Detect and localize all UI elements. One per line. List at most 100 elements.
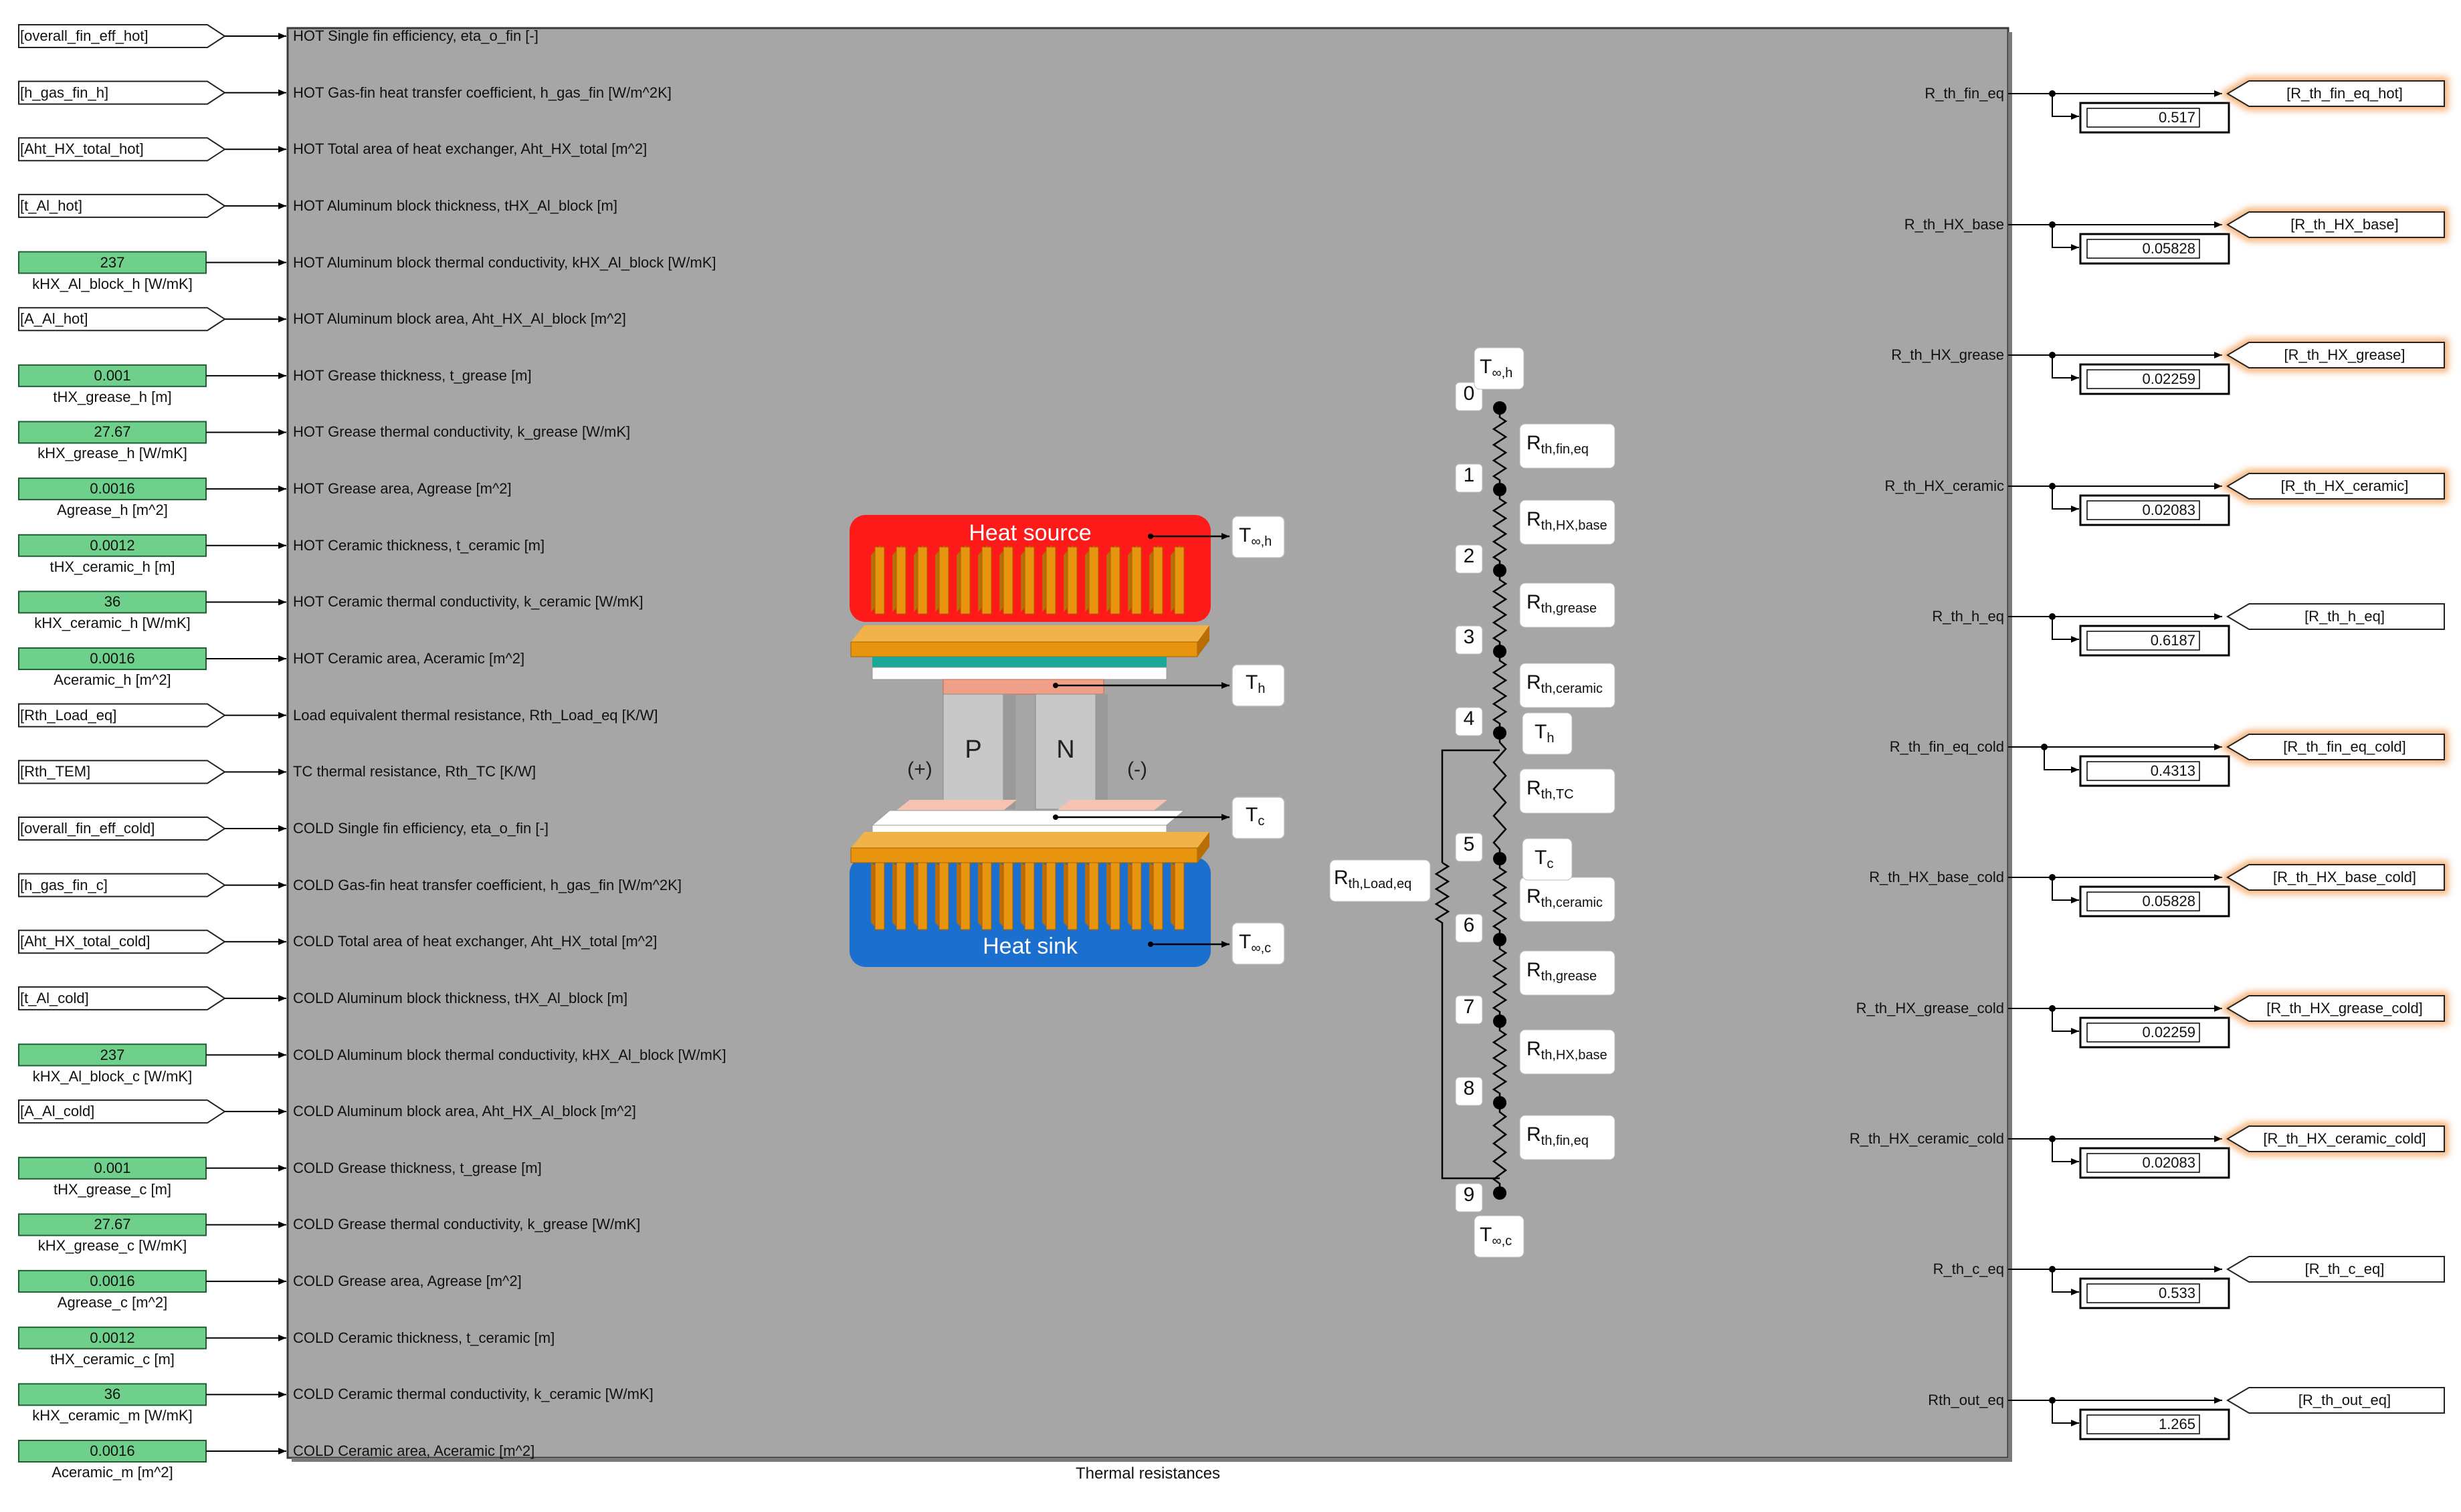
inport-label: HOT Ceramic thermal conductivity, k_cera… xyxy=(293,593,644,611)
cold-fin xyxy=(896,862,906,930)
from-tag-block[interactable] xyxy=(18,307,226,332)
resistor-label-sub: th,grease xyxy=(1541,601,1597,616)
outport-label: R_th_HX_ceramic_cold xyxy=(1849,1130,2004,1147)
device-t-c: Tc xyxy=(1246,804,1264,829)
constant-label: kHX_grease_h [W/mK] xyxy=(37,445,187,462)
constant-value: 0.001 xyxy=(94,366,131,384)
signal-line xyxy=(2052,486,2079,512)
resistor-symbol xyxy=(1492,733,1507,859)
node-number: 5 xyxy=(1463,833,1475,855)
n-leg xyxy=(1035,693,1096,810)
from-tag-label: [overall_fin_eff_hot] xyxy=(20,27,149,44)
resistor-label-main: R xyxy=(1527,959,1541,981)
display-field xyxy=(2086,369,2200,389)
constant-block[interactable] xyxy=(18,1440,207,1463)
constant-block[interactable] xyxy=(18,647,207,671)
network-node xyxy=(1493,1014,1506,1028)
hot-fin xyxy=(1110,546,1120,615)
goto-tag-block[interactable] xyxy=(2226,211,2445,238)
outport-label: R_th_h_eq xyxy=(1932,608,2004,625)
constant-block[interactable] xyxy=(18,421,207,444)
from-tag-block[interactable] xyxy=(18,930,226,954)
cold-base-top xyxy=(851,832,1209,848)
goto-tag-label: [R_th_HX_base_cold] xyxy=(2272,869,2417,885)
cold-fin xyxy=(917,862,928,930)
from-tag-block[interactable] xyxy=(18,816,226,841)
goto-tag-block[interactable] xyxy=(2226,1387,2445,1414)
goto-tag-label: [R_th_HX_ceramic] xyxy=(2280,477,2409,494)
network-t-h: Th xyxy=(1535,721,1554,746)
goto-tag-block[interactable] xyxy=(2226,1125,2445,1152)
network-node xyxy=(1493,564,1506,577)
network-node xyxy=(1493,483,1506,496)
network-temperature-box xyxy=(1474,1215,1524,1258)
inport-label: COLD Total area of heat exchanger, Aht_H… xyxy=(293,933,658,950)
device-t-inf-c-sub: ∞,c xyxy=(1251,941,1272,956)
network-t-c: Tc xyxy=(1535,847,1553,872)
constant-block[interactable] xyxy=(18,534,207,557)
from-tag-block[interactable] xyxy=(18,80,226,105)
node-number: 7 xyxy=(1463,996,1475,1018)
resistor-symbol xyxy=(1492,408,1508,490)
goto-tag-label: [R_th_HX_grease_cold] xyxy=(2266,1000,2423,1016)
node-number: 9 xyxy=(1463,1184,1475,1206)
constant-block[interactable] xyxy=(18,364,207,387)
from-tag-block[interactable] xyxy=(18,986,226,1010)
from-tag-label: [Aht_HX_total_hot] xyxy=(20,140,144,158)
from-tag-block[interactable] xyxy=(18,873,226,897)
goto-tag-block[interactable] xyxy=(2226,80,2445,107)
inport-label: COLD Ceramic area, Aceramic [m^2] xyxy=(293,1442,535,1459)
network-node xyxy=(1493,1096,1506,1109)
load-resistor-label-main: R xyxy=(1334,867,1349,889)
cold-fin xyxy=(1088,862,1099,930)
resistor-label: Rth,grease xyxy=(1527,591,1597,617)
goto-tag-block[interactable] xyxy=(2226,603,2445,630)
from-tag-block[interactable] xyxy=(18,703,226,728)
goto-tag-label: [R_th_fin_eq_hot] xyxy=(2286,85,2403,102)
from-tag-block[interactable] xyxy=(18,1099,226,1124)
resistor-label-main: R xyxy=(1527,1038,1541,1060)
goto-tag-label: [R_th_out_eq] xyxy=(2298,1392,2391,1408)
goto-tag-block[interactable] xyxy=(2226,734,2445,760)
outport-label: R_th_HX_base_cold xyxy=(1869,869,2004,885)
signal-line xyxy=(2052,877,2079,903)
inport-label: HOT Total area of heat exchanger, Aht_HX… xyxy=(293,140,648,158)
node-number-box xyxy=(1455,913,1483,943)
from-tag-block[interactable] xyxy=(18,137,226,162)
resistor-label-main: R xyxy=(1527,432,1541,454)
node-number-box xyxy=(1455,1183,1483,1212)
device-t-h-main: T xyxy=(1246,671,1258,693)
goto-tag-block[interactable] xyxy=(2226,473,2445,500)
constant-block[interactable] xyxy=(18,1383,207,1406)
inport-label: HOT Aluminum block thermal conductivity,… xyxy=(293,253,716,271)
hot-base-top xyxy=(851,625,1209,642)
load-resistor-label: Rth,Load,eq xyxy=(1334,867,1411,892)
goto-tag-block[interactable] xyxy=(2226,1256,2445,1283)
constant-block[interactable] xyxy=(18,1326,207,1349)
goto-tag-block[interactable] xyxy=(2226,995,2445,1022)
from-tag-block[interactable] xyxy=(18,24,226,48)
hot-fin xyxy=(1046,546,1056,615)
inport-label: COLD Aluminum block thermal conductivity… xyxy=(293,1046,726,1063)
inport-label: HOT Gas-fin heat transfer coefficient, h… xyxy=(293,84,672,101)
goto-tag-block[interactable] xyxy=(2226,864,2445,891)
signal-line xyxy=(2052,1139,2079,1165)
constant-block[interactable] xyxy=(18,1156,207,1180)
constant-block[interactable] xyxy=(18,1270,207,1293)
resistor-label: Rth,HX,base xyxy=(1527,508,1607,534)
inport-label: TC thermal resistance, Rth_TC [K/W] xyxy=(293,763,536,780)
subsystem-block[interactable] xyxy=(286,27,2009,1459)
hot-grease xyxy=(872,667,1167,680)
from-tag-block[interactable] xyxy=(18,760,226,784)
from-tag-block[interactable] xyxy=(18,193,226,218)
signal-line xyxy=(2052,1008,2079,1035)
network-t-inf-h-sub: ∞,h xyxy=(1492,366,1513,381)
device-t-h-sub: h xyxy=(1258,681,1266,696)
network-node xyxy=(1493,401,1506,415)
constant-value: 0.0016 xyxy=(90,480,135,498)
load-resistor-label-sub: th,Load,eq xyxy=(1348,877,1412,891)
goto-tag-block[interactable] xyxy=(2226,342,2445,368)
constant-block[interactable] xyxy=(18,1043,207,1067)
node-number: 0 xyxy=(1463,383,1475,405)
cold-fin xyxy=(1067,862,1078,930)
